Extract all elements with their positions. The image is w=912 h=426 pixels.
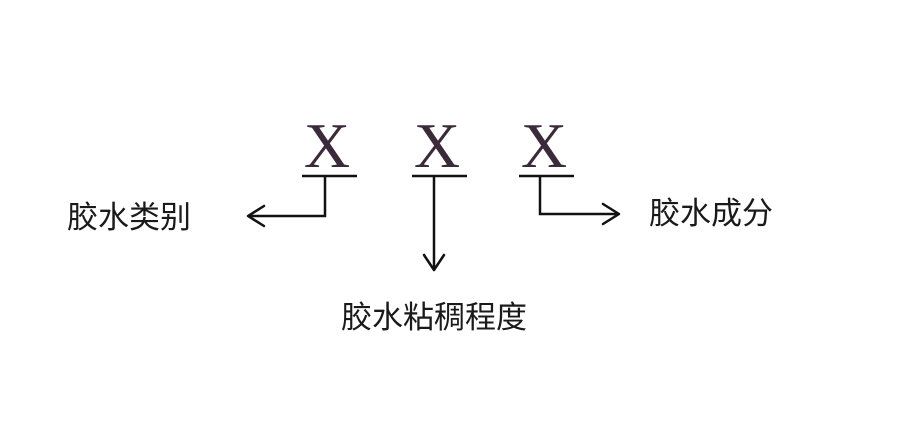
code-letter-2: X bbox=[414, 110, 460, 181]
connector-right bbox=[538, 176, 619, 216]
label-glue-composition: 胶水成分 bbox=[649, 196, 773, 232]
arrowhead-right-icon bbox=[601, 202, 621, 226]
code-letter-1: X bbox=[304, 110, 350, 181]
label-glue-viscosity: 胶水粘稠程度 bbox=[341, 300, 527, 336]
arrowhead-down-icon bbox=[422, 253, 446, 272]
arrowhead-left-icon bbox=[246, 204, 266, 228]
code-letter-3: X bbox=[521, 110, 567, 181]
connector-left bbox=[248, 176, 327, 218]
label-glue-category: 胶水类别 bbox=[67, 200, 191, 236]
